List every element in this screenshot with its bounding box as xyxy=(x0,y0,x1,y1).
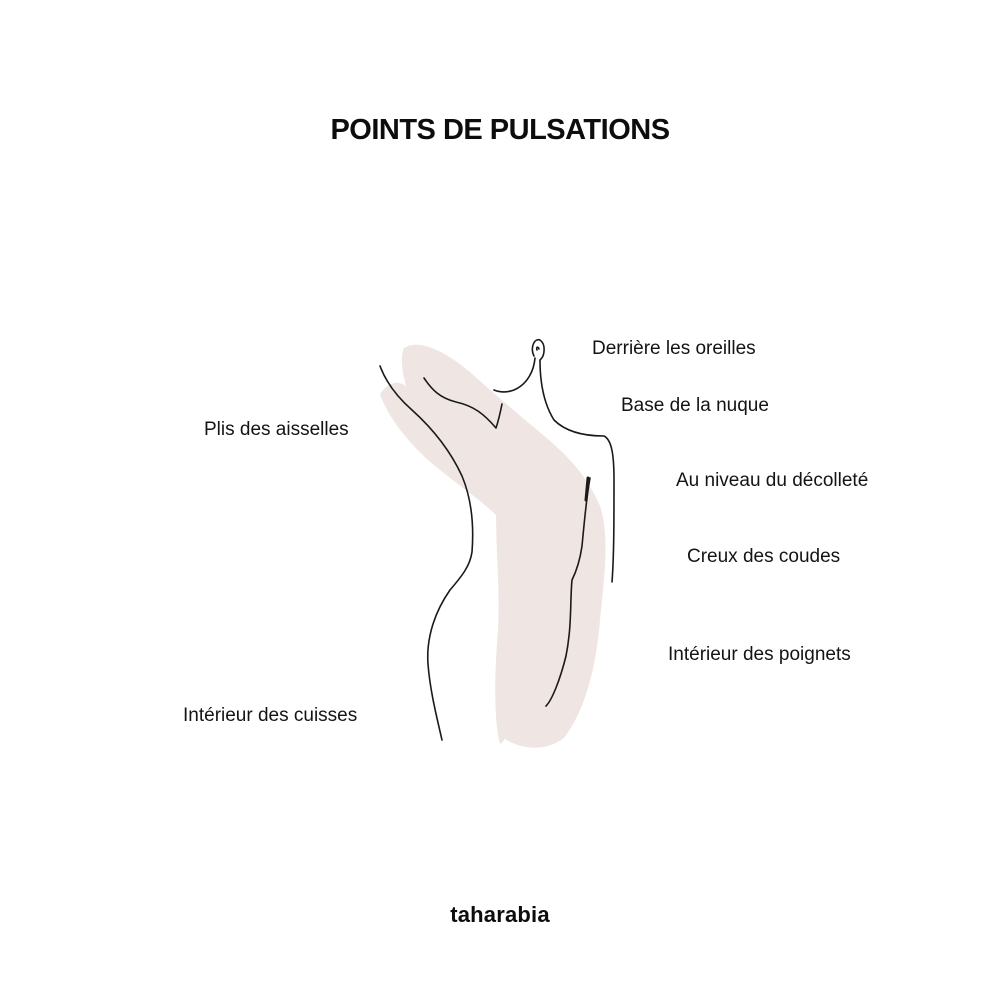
label-behind-ears: Derrière les oreilles xyxy=(592,338,756,359)
label-nape-base: Base de la nuque xyxy=(621,395,769,416)
brand-logo: taharabia xyxy=(450,902,550,927)
label-inner-thighs: Intérieur des cuisses xyxy=(183,705,358,726)
body-contour-lines xyxy=(379,338,615,741)
page-title: POINTS DE PULSATIONS xyxy=(330,114,670,146)
label-neckline: Au niveau du décolleté xyxy=(676,470,869,491)
label-elbow-creases: Creux des coudes xyxy=(687,546,841,567)
label-inner-wrists: Intérieur des poignets xyxy=(668,644,851,665)
label-armpit-folds: Plis des aisselles xyxy=(204,419,349,440)
highlight-brushstroke xyxy=(380,344,606,748)
